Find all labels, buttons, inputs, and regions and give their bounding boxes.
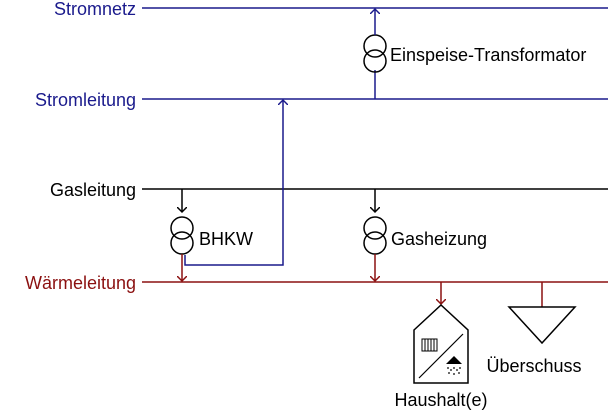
haushalt: Haushalt(e): [394, 282, 488, 410]
bhkw: BHKW: [170, 100, 283, 281]
transformator-label: Einspeise-Transformator: [390, 45, 586, 65]
bus-label-stromnetz: Stromnetz: [54, 0, 136, 19]
bhkw-label: BHKW: [199, 229, 253, 249]
sink-triangle-icon: [507, 306, 577, 345]
shower-icon: [446, 356, 462, 375]
ueberschuss-label: Überschuss: [486, 356, 581, 376]
bus-label-waermeleitung: Wärmeleitung: [25, 273, 136, 293]
house-icon: [413, 303, 469, 384]
haushalt-label: Haushalt(e): [394, 390, 487, 410]
radiator-icon: [421, 338, 438, 352]
bus-label-stromleitung: Stromleitung: [35, 90, 136, 110]
gasheizung: Gasheizung: [363, 189, 487, 281]
bhkw-power-output-arrow: [184, 100, 283, 266]
einspeise-transformator: Einspeise-Transformator: [363, 9, 586, 99]
ueberschuss: Überschuss: [486, 282, 582, 376]
transformer-icon: [363, 216, 387, 255]
transformer-icon: [170, 216, 194, 255]
transformer-icon: [363, 34, 387, 73]
gasheizung-label: Gasheizung: [391, 229, 487, 249]
bus-label-gasleitung: Gasleitung: [50, 180, 136, 200]
